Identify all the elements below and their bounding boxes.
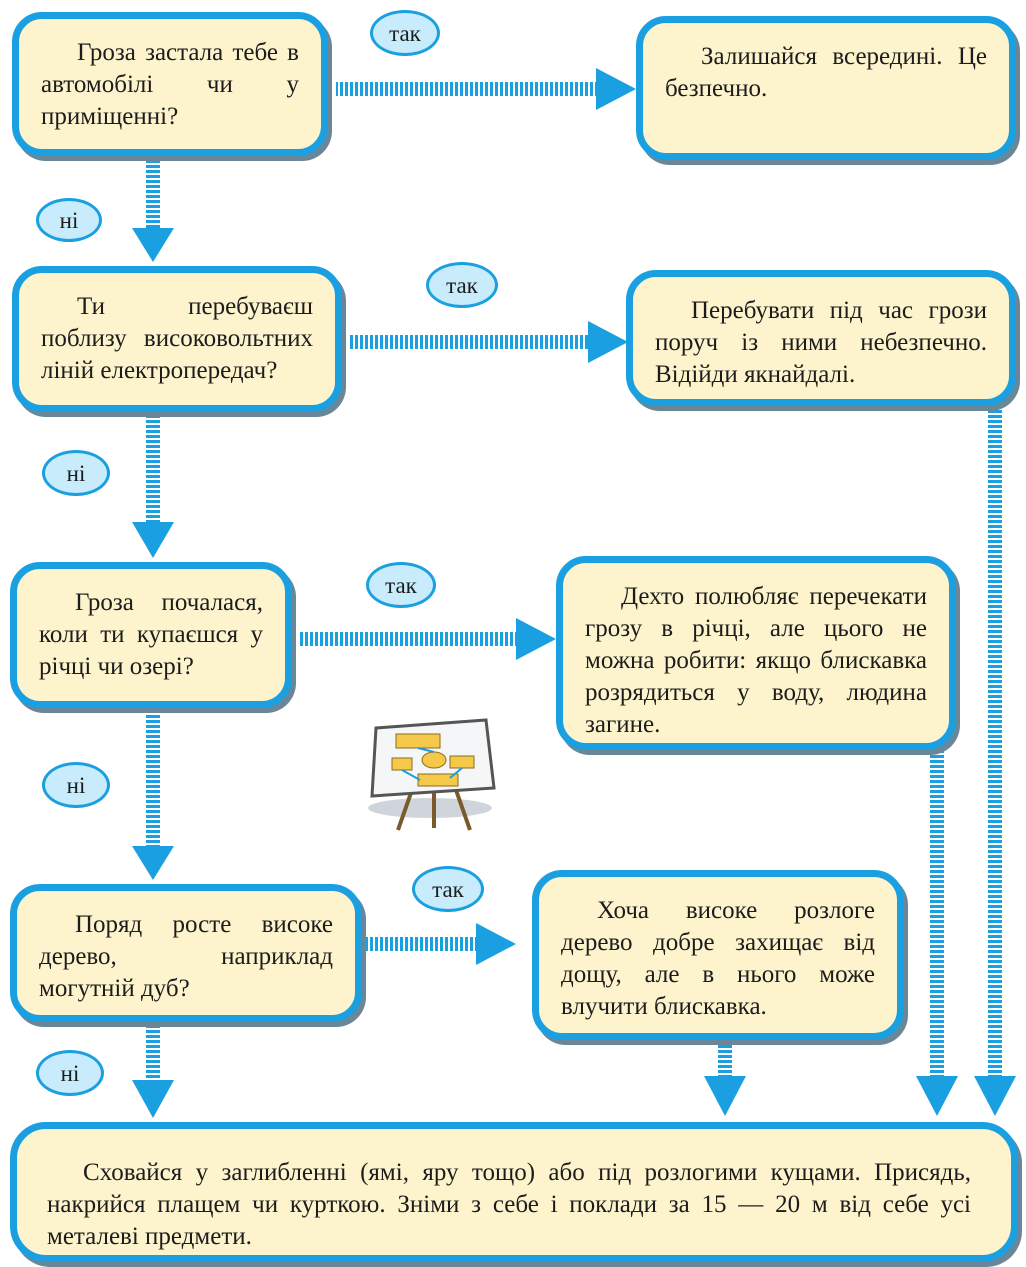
- answer-box-river: Дехто полюбляє перечекати грозу в річці,…: [556, 556, 956, 750]
- answer-box-move-away: Перебувати під час грози поруч із ними н…: [626, 270, 1016, 406]
- no-label-2: ні: [42, 450, 110, 496]
- final-advice-box: Сховайся у заглибленні (ямі, яру тощо) а…: [10, 1122, 1018, 1262]
- question-text-2: Ти перебуваєш поблизу високовольтних лін…: [41, 293, 313, 384]
- question-box-car-or-building: Гроза застала тебе в автомобілі чи у при…: [12, 12, 328, 156]
- no-label-1: ні: [36, 198, 102, 242]
- answer-text-4: Хоча високе розлоге дерево добре захищає…: [561, 897, 875, 1020]
- yes-arrow-2: [348, 321, 628, 363]
- yes-arrow-1: [336, 68, 636, 110]
- answer-text-3: Дехто полюбляє перечекати грозу в річці,…: [585, 583, 927, 738]
- yes-arrow-4: [364, 923, 516, 965]
- yes-label-4: так: [412, 866, 484, 912]
- question-text-4: Поряд росте високе дерево, наприклад мог…: [39, 911, 333, 1002]
- yes-label-1: так: [370, 10, 440, 56]
- no-arrow-2: [132, 414, 174, 558]
- answer-arrow-3: [916, 748, 958, 1116]
- question-text-3: Гроза почалася, коли ти купаєшся у річці…: [39, 589, 263, 680]
- question-text-1: Гроза застала тебе в автомобілі чи у при…: [41, 39, 299, 130]
- question-box-swimming: Гроза почалася, коли ти купаєшся у річці…: [10, 562, 292, 708]
- answer-text-1: Залишайся всередині. Це безпечно.: [665, 43, 987, 102]
- no-label-3: ні: [42, 762, 110, 808]
- answer-arrow-4: [704, 1040, 746, 1116]
- answer-box-tree-lightning: Хоча високе розлоге дерево добре захищає…: [532, 870, 904, 1040]
- no-label-4: ні: [36, 1050, 104, 1096]
- question-box-power-lines: Ти перебуваєш поблизу високовольтних лін…: [12, 266, 342, 412]
- no-arrow-4: [132, 1022, 174, 1118]
- answer-box-stay-inside: Залишайся всередині. Це безпечно.: [636, 16, 1016, 160]
- flowchart-easel-icon: [368, 718, 496, 831]
- yes-label-3: так: [366, 562, 436, 608]
- no-arrow-1: [132, 160, 174, 262]
- final-advice-text: Сховайся у заглибленні (ямі, яру тощо) а…: [47, 1159, 971, 1250]
- question-box-tall-tree: Поряд росте високе дерево, наприклад мог…: [10, 884, 362, 1022]
- answer-arrow-2: [974, 408, 1016, 1116]
- yes-arrow-3: [298, 618, 556, 660]
- yes-label-2: так: [426, 262, 498, 308]
- no-arrow-3: [132, 708, 174, 880]
- answer-text-2: Перебувати під час грози поруч із ними н…: [655, 297, 987, 388]
